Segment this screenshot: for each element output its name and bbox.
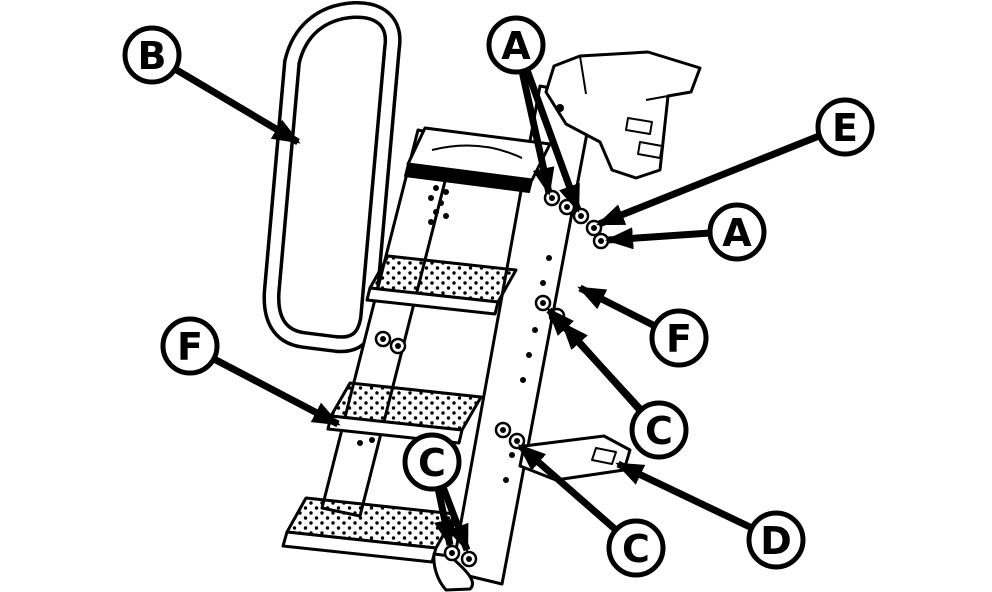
callout-circle-C-right xyxy=(629,400,689,460)
callout-C-bottom: C xyxy=(606,518,666,578)
callout-circle-E xyxy=(815,97,875,157)
step-2 xyxy=(365,254,518,316)
leader-arrow-F-left-1 xyxy=(212,355,341,428)
callout-F-left: F xyxy=(160,316,220,376)
callout-letter-D: D xyxy=(760,519,792,563)
leader-arrow-C-middle-2 xyxy=(439,485,471,553)
callout-letter-F-left: F xyxy=(177,325,203,369)
callout-F-right: F xyxy=(649,308,709,368)
callout-layer: B A E A F C F C C D xyxy=(122,15,875,578)
leader-arrow-C-bottom-1 xyxy=(517,443,619,533)
top-platform-step xyxy=(404,126,552,193)
callout-C-right: C xyxy=(629,400,689,460)
top-mount-bracket xyxy=(544,50,702,180)
leader-arrow-C-right-2 xyxy=(560,321,648,419)
callout-circle-B xyxy=(122,25,182,85)
callout-letter-E: E xyxy=(832,106,858,150)
callout-circle-A-right xyxy=(707,202,767,262)
rail-foot xyxy=(432,552,474,592)
callout-D: D xyxy=(746,510,806,570)
callout-letter-A-right: A xyxy=(722,211,752,255)
callout-C-middle: C xyxy=(402,432,462,492)
callout-circle-C-bottom xyxy=(606,518,666,578)
leader-arrow-A-right-1 xyxy=(605,227,711,250)
callout-E: E xyxy=(815,97,875,157)
callout-circle-F-left xyxy=(160,316,220,376)
callout-letter-A-top: A xyxy=(501,24,531,68)
callout-letter-C-right: C xyxy=(645,409,673,453)
leader-arrow-A-top-1 xyxy=(518,70,555,196)
callout-A-right: A xyxy=(707,202,767,262)
callout-circle-C-middle xyxy=(402,432,462,492)
callout-letter-B: B xyxy=(138,34,167,78)
leader-arrow-D-1 xyxy=(615,460,754,532)
callout-circle-F-right xyxy=(649,308,709,368)
callout-B: B xyxy=(122,25,182,85)
callout-letter-C-middle: C xyxy=(418,441,446,485)
callout-circle-D xyxy=(746,510,806,570)
callout-letter-F-right: F xyxy=(666,317,692,361)
handrail xyxy=(262,0,402,354)
callout-A-top: A xyxy=(486,15,546,75)
leader-arrow-E-1 xyxy=(596,132,821,228)
leader-arrow-B-1 xyxy=(173,65,301,146)
callout-circle-A-top xyxy=(486,15,546,75)
callout-letter-C-bottom: C xyxy=(622,527,650,571)
step-4-bottom xyxy=(281,496,457,564)
leader-arrow-F-right-1 xyxy=(577,284,657,330)
leader-arrow-A-top-2 xyxy=(523,68,582,213)
